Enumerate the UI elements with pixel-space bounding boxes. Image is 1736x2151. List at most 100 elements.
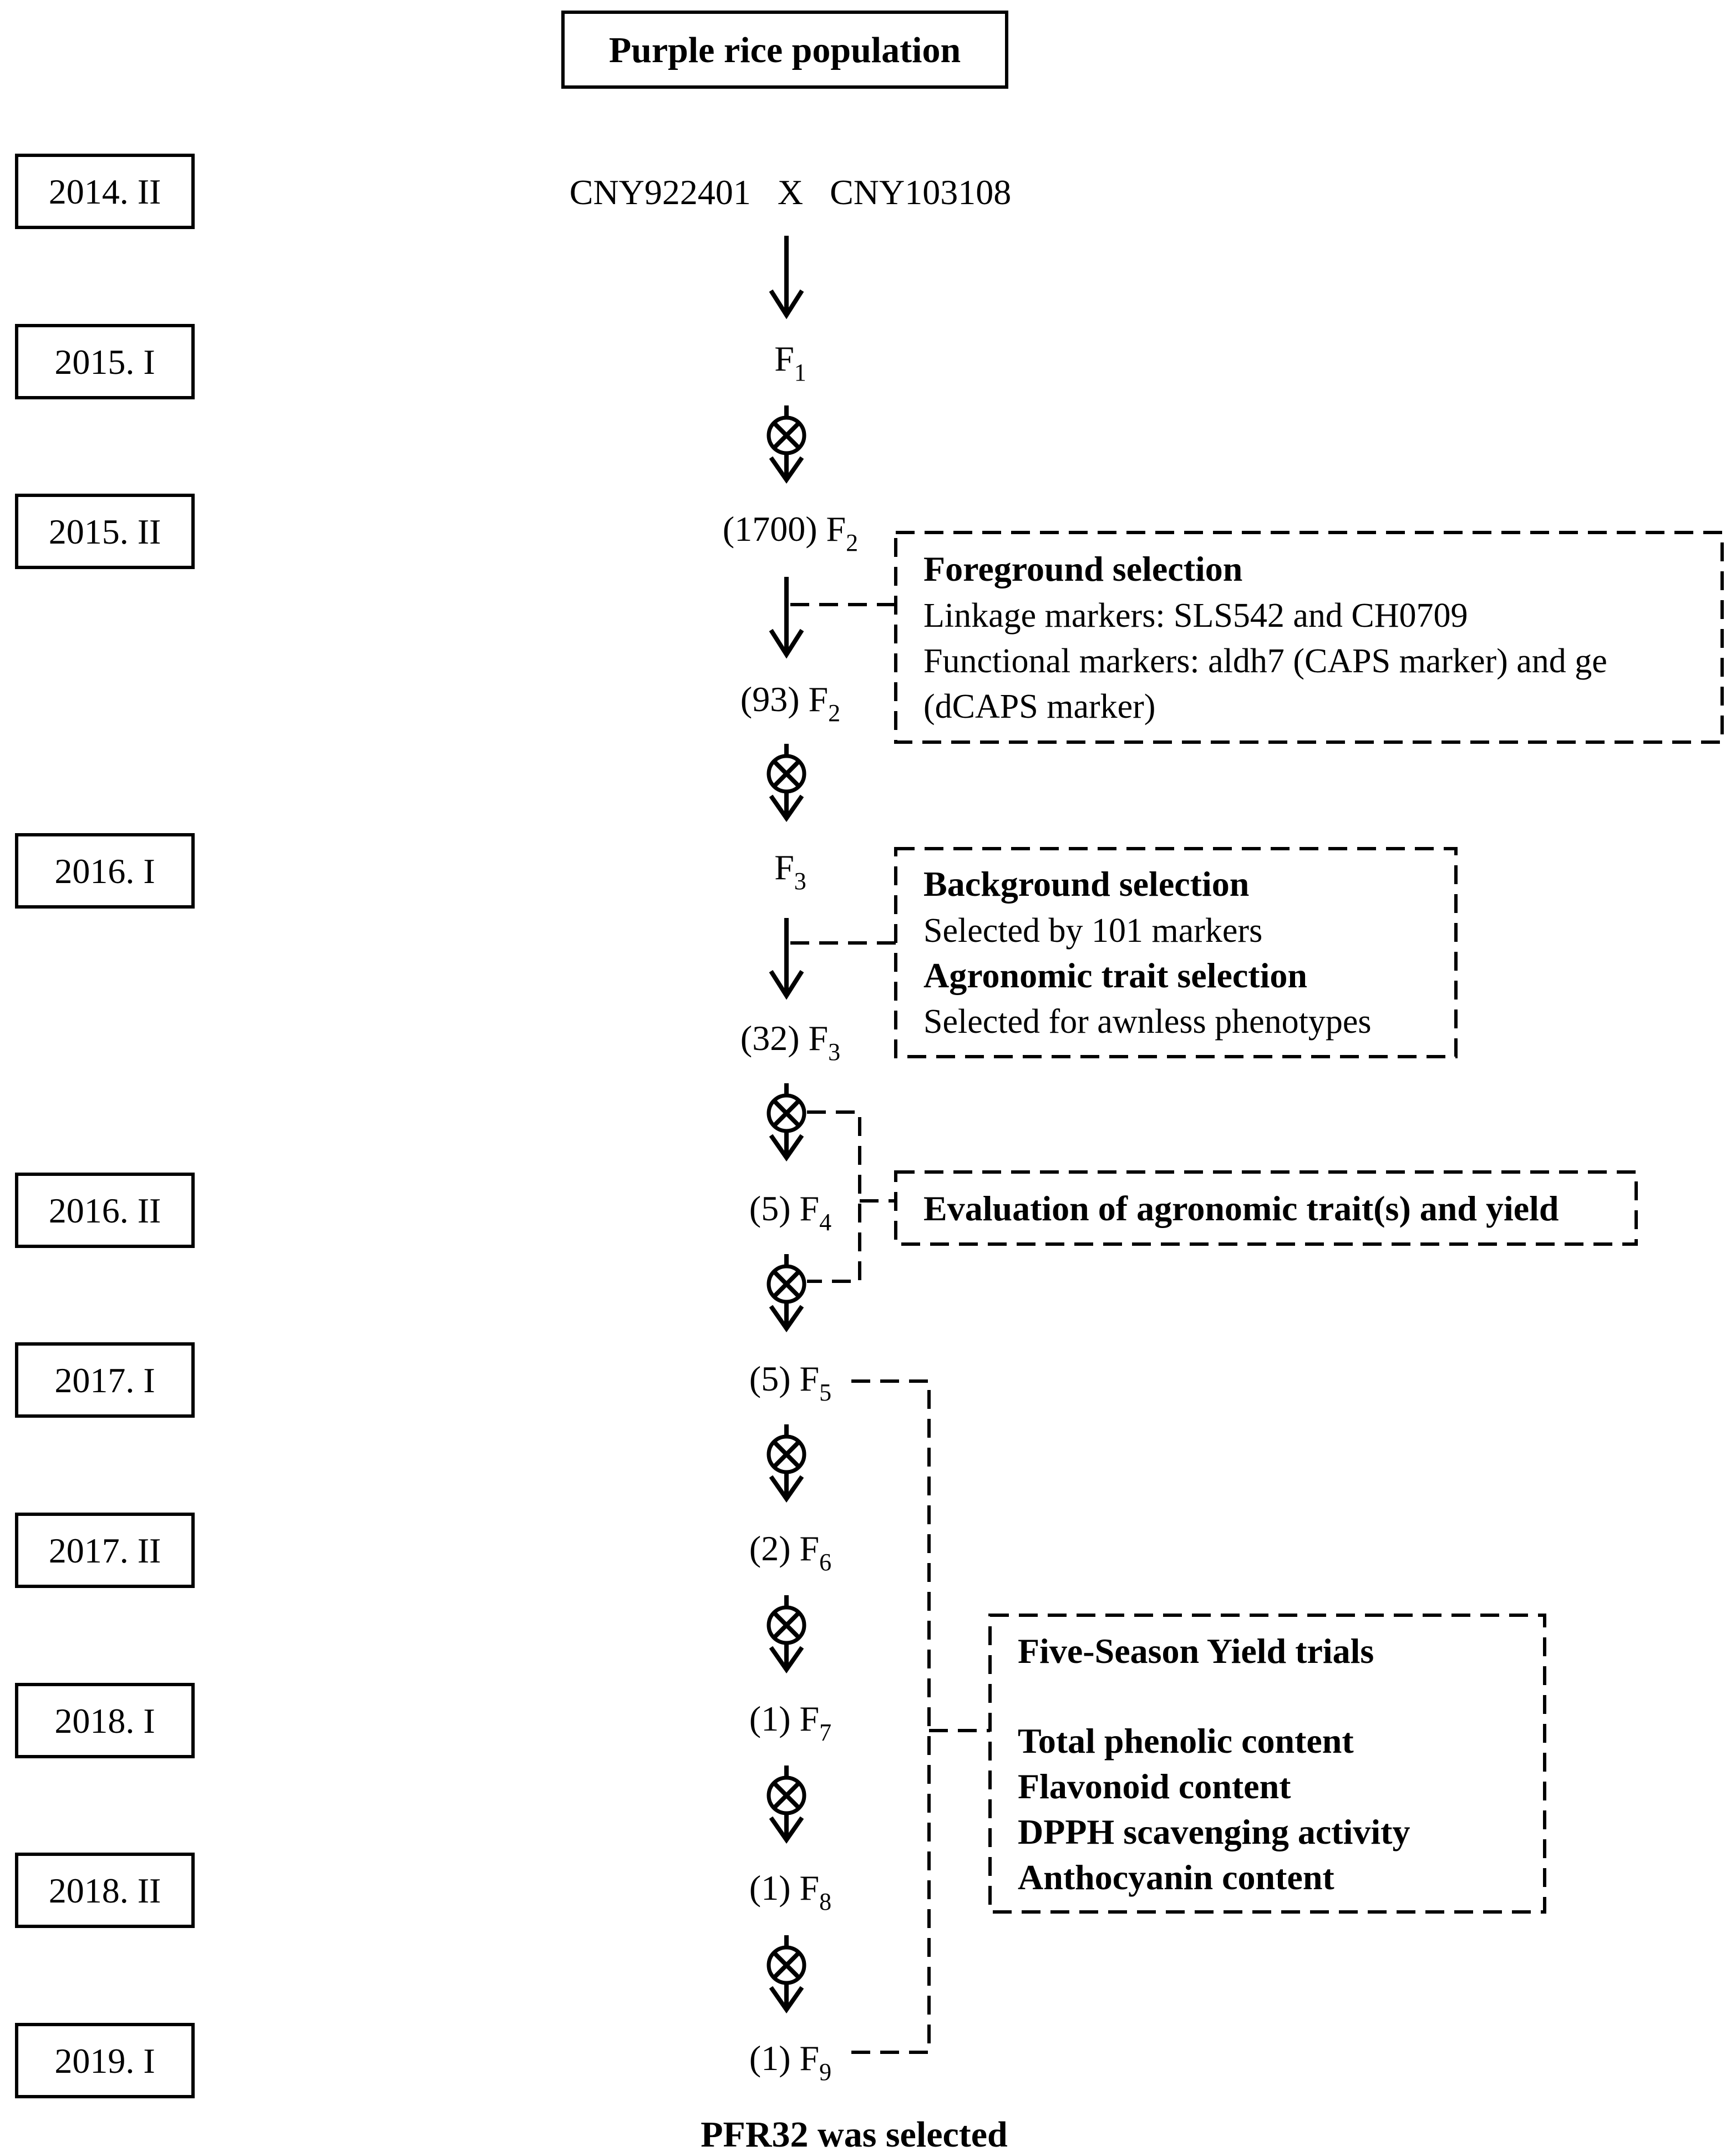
selfing-icon (767, 744, 806, 822)
parent1: CNY922401 (570, 173, 751, 212)
agronomic-line: Selected for awnless phenotypes (923, 1003, 1371, 1041)
generation-count: (1) (749, 1868, 791, 1908)
generation-subscript: 5 (819, 1379, 831, 1406)
selfing-icon (767, 1935, 806, 2013)
season-box: 2018. II (15, 1853, 195, 1928)
background-heading: Background selection (923, 864, 1249, 904)
selfing-icon (767, 1595, 806, 1673)
generation-count: (5) (749, 1359, 791, 1398)
generation-count: (5) (749, 1189, 791, 1228)
generation-name: F (809, 679, 829, 719)
connector-column (767, 236, 806, 2013)
yield-item-1: Total phenolic content (1018, 1721, 1354, 1761)
generation-count: (1700) (723, 509, 818, 549)
season-label: 2016. II (49, 1191, 161, 1230)
selfing-icon (767, 1424, 806, 1503)
generation-name: F (774, 848, 794, 887)
generation-name: F (800, 1189, 820, 1228)
season-box: 2017. II (15, 1513, 195, 1588)
season-box: 2018. I (15, 1683, 195, 1758)
generation-label: (1) F9 (749, 2038, 831, 2086)
season-box: 2014. II (15, 154, 195, 229)
generation-subscript: 3 (828, 1038, 840, 1066)
generation-subscript: 9 (819, 2058, 831, 2086)
season-box: 2019. I (15, 2023, 195, 2098)
evaluation-box: Evaluation of agronomic trait(s) and yie… (807, 1110, 1638, 1283)
selfing-icon (767, 1254, 806, 1332)
evaluation-heading: Evaluation of agronomic trait(s) and yie… (923, 1189, 1559, 1228)
background-line: Selected by 101 markers (923, 912, 1262, 950)
generation-subscript: 3 (794, 867, 806, 895)
generation-count: (32) (740, 1018, 800, 1058)
generation-label: (5) F5 (749, 1359, 831, 1406)
generation-label: (2) F6 (749, 1529, 831, 1576)
down-arrow (769, 236, 804, 319)
generation-subscript: 6 (819, 1549, 831, 1576)
season-column: 2014. II 2015. I 2015. II 2016. I 2016. II 20… (15, 154, 195, 2098)
down-arrow (769, 577, 804, 659)
generation-count: (1) (749, 1699, 791, 1738)
generation-name: F (800, 1359, 820, 1398)
cross-line: CNY922401 X CNY103108 (570, 173, 1011, 212)
foreground-line-2: Functional markers: aldh7 (CAPS marker) … (923, 642, 1607, 680)
generation-name: F (809, 1018, 829, 1058)
generation-label: (32) F3 (740, 1018, 840, 1066)
generation-count: (2) (749, 1529, 791, 1568)
season-label: 2014. II (49, 172, 161, 211)
season-label: 2016. I (54, 851, 155, 891)
generation-name: F (826, 509, 846, 549)
season-label: 2015. II (49, 512, 161, 551)
season-label: 2015. I (54, 342, 155, 382)
title-text: Purple rice population (609, 30, 961, 70)
generation-name: F (800, 1529, 820, 1568)
generation-name: F (800, 2038, 820, 2078)
generation-label: (1) F7 (749, 1699, 831, 1746)
foreground-heading: Foreground selection (923, 549, 1242, 589)
generation-name: F (774, 339, 794, 378)
generation-subscript: 1 (794, 359, 806, 386)
evaluation-bracket (807, 1110, 861, 1283)
season-box: 2016. II (15, 1173, 195, 1248)
yield-trials-box: Five-Season Yield trials Total phenolic … (851, 1379, 1546, 2054)
yield-item-2: Flavonoid content (1018, 1767, 1291, 1806)
parent2: CNY103108 (830, 173, 1011, 212)
yield-item-3: DPPH scavenging activity (1018, 1812, 1410, 1851)
generation-label: F3 (774, 848, 806, 895)
foreground-line-3: (dCAPS marker) (923, 688, 1155, 726)
selfing-icon (767, 1766, 806, 1844)
generation-label: (5) F4 (749, 1189, 831, 1236)
down-arrow (769, 918, 804, 1000)
generation-subscript: 8 (819, 1888, 831, 1915)
generation-label: (1) F8 (749, 1868, 831, 1915)
agronomic-heading: Agronomic trait selection (923, 956, 1307, 995)
selfing-icon (767, 1083, 806, 1161)
season-box: 2015. I (15, 324, 195, 399)
cross-symbol: X (778, 173, 803, 212)
yield-bracket (851, 1379, 931, 2054)
foreground-selection-box: Foreground selection Linkage markers: SL… (790, 531, 1724, 744)
season-box: 2015. II (15, 494, 195, 569)
generation-subscript: 2 (828, 699, 840, 727)
generation-subscript: 7 (819, 1719, 831, 1746)
generation-name: F (800, 1699, 820, 1738)
yield-heading: Five-Season Yield trials (1018, 1631, 1374, 1671)
generation-count: (1) (749, 2038, 791, 2078)
season-label: 2017. I (54, 1361, 155, 1400)
season-box: 2017. I (15, 1342, 195, 1418)
yield-item-4: Anthocyanin content (1018, 1858, 1334, 1897)
foreground-line-1: Linkage markers: SLS542 and CH0709 (923, 597, 1468, 635)
result-text: PFR32 was selected (701, 2114, 1008, 2151)
generation-count: (93) (740, 679, 800, 719)
season-label: 2019. I (54, 2041, 155, 2081)
title-box (561, 11, 1008, 89)
season-label: 2018. II (49, 1871, 161, 1910)
generation-label: (93) F2 (740, 679, 840, 727)
generation-label: F1 (774, 339, 806, 386)
generation-label: (1700) F2 (723, 509, 858, 556)
generation-name: F (800, 1868, 820, 1908)
generation-subscript: 2 (846, 529, 858, 556)
background-selection-box: Background selection Selected by 101 mar… (790, 847, 1458, 1058)
generation-subscript: 4 (819, 1209, 831, 1236)
